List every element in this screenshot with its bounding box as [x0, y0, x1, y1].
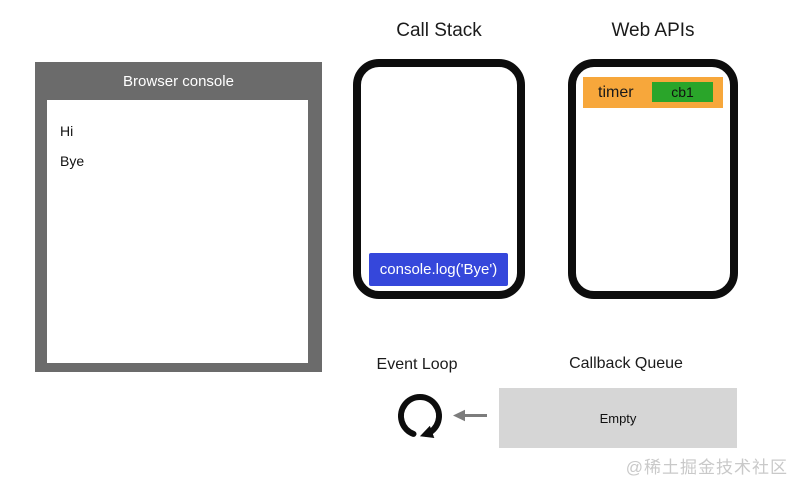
watermark: @稀土掘金技术社区: [625, 458, 788, 477]
timer-label: timer: [598, 84, 634, 101]
call-stack-box: console.log('Bye'): [353, 59, 525, 299]
callback-badge: cb1: [652, 82, 713, 102]
callback-queue-status: Empty: [599, 410, 637, 426]
callback-queue-title: Callback Queue: [569, 355, 683, 372]
event-loop-title: Event Loop: [376, 356, 458, 373]
callback-queue-box: Empty: [499, 388, 737, 448]
queue-to-loop-arrow-icon: [451, 407, 489, 424]
browser-console-panel: Browser console Hi Bye: [35, 62, 322, 372]
web-apis-title: Web APIs: [611, 20, 695, 41]
call-stack-title: Call Stack: [396, 20, 482, 41]
console-log-line: Bye: [60, 153, 85, 169]
call-stack-frame: console.log('Bye'): [369, 253, 508, 286]
web-apis-box: timer cb1: [568, 59, 738, 299]
console-log-line: Hi: [60, 123, 74, 139]
event-loop-cycle-icon: [395, 391, 445, 443]
web-api-timer-item: timer cb1: [583, 77, 723, 108]
browser-console-title: Browser console: [123, 73, 234, 90]
browser-console-output: Hi Bye: [47, 100, 308, 363]
